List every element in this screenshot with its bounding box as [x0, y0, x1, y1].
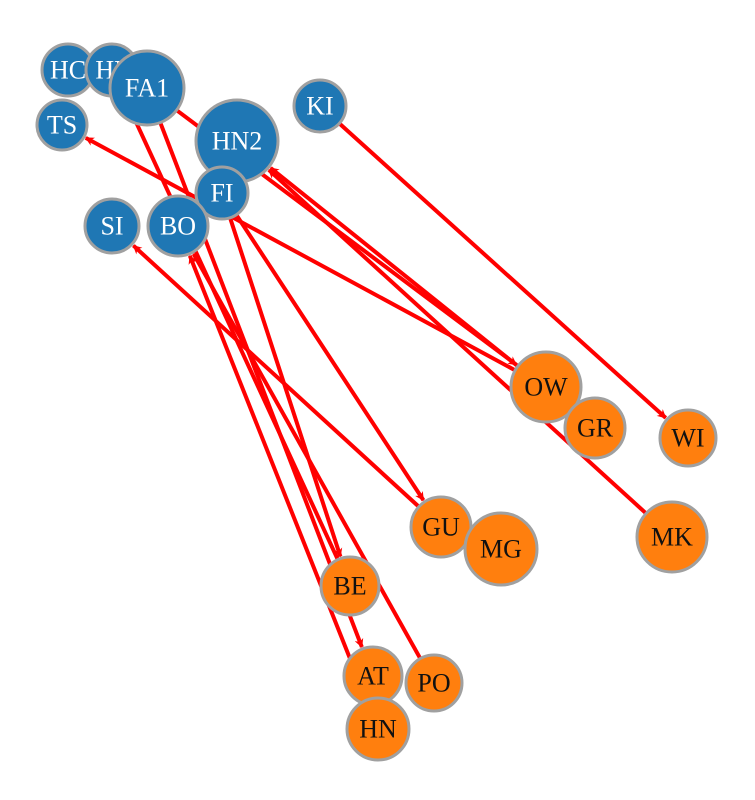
- node-circle-gu[interactable]: [409, 495, 473, 559]
- node-circle-fa1[interactable]: [108, 49, 186, 127]
- node-at[interactable]: AT: [342, 645, 404, 707]
- node-circle-ki[interactable]: [292, 78, 348, 134]
- node-circle-si[interactable]: [83, 197, 141, 255]
- node-po[interactable]: PO: [404, 653, 464, 713]
- node-circle-at[interactable]: [342, 645, 404, 707]
- edge-po-to-bo: [191, 252, 423, 660]
- edge-fi-to-be: [228, 217, 343, 558]
- node-circle-wi[interactable]: [658, 408, 718, 468]
- node-hn[interactable]: HN: [345, 696, 411, 762]
- node-si[interactable]: SI: [83, 197, 141, 255]
- node-circle-ts[interactable]: [35, 98, 89, 152]
- node-circle-fi[interactable]: [194, 165, 250, 221]
- edge-hn-to-bo: [187, 254, 369, 701]
- edge-fi-to-gu: [234, 213, 426, 502]
- node-circle-gr[interactable]: [563, 396, 627, 460]
- node-circle-be[interactable]: [319, 555, 381, 617]
- edge-ki-to-wi: [337, 121, 668, 420]
- node-ts[interactable]: TS: [35, 98, 89, 152]
- node-gu[interactable]: GU: [409, 495, 473, 559]
- node-wi[interactable]: WI: [658, 408, 718, 468]
- node-circle-mg[interactable]: [463, 511, 539, 587]
- node-circle-bo[interactable]: [146, 194, 210, 258]
- node-fa1[interactable]: FA1: [108, 49, 186, 127]
- node-circle-mk[interactable]: [635, 500, 709, 574]
- node-circle-po[interactable]: [404, 653, 464, 713]
- node-circle-ow[interactable]: [509, 350, 583, 424]
- node-ki[interactable]: KI: [292, 78, 348, 134]
- edge-be-to-hf: [121, 94, 340, 561]
- node-circle-hn[interactable]: [345, 696, 411, 762]
- node-bo[interactable]: BO: [146, 194, 210, 258]
- node-mk[interactable]: MK: [635, 500, 709, 574]
- node-mg[interactable]: MG: [463, 511, 539, 587]
- edge-gu-to-si: [132, 244, 421, 509]
- node-gr[interactable]: GR: [563, 396, 627, 460]
- node-be[interactable]: BE: [319, 555, 381, 617]
